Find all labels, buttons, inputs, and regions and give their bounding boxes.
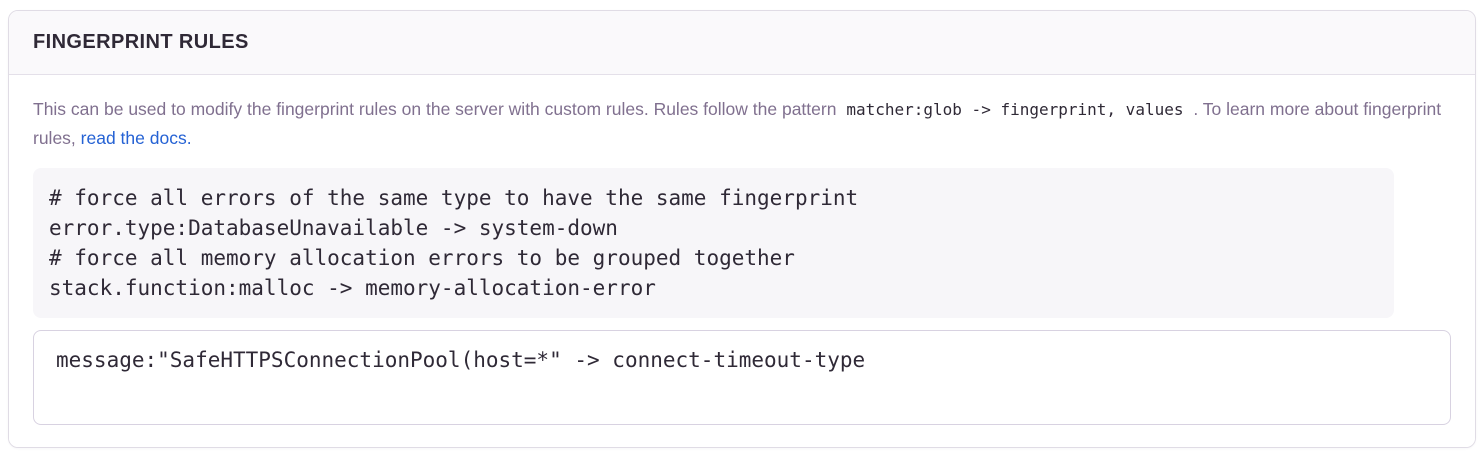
pattern-inline-code: matcher:glob -> fingerprint, values xyxy=(846,100,1184,119)
panel-header: FINGERPRINT RULES xyxy=(9,11,1475,75)
panel-description: This can be used to modify the fingerpri… xyxy=(33,95,1451,152)
read-the-docs-link[interactable]: read the docs. xyxy=(80,128,192,148)
panel-title: FINGERPRINT RULES xyxy=(33,31,249,53)
fingerprint-rules-textarea[interactable]: message:"SafeHTTPSConnectionPool(host=*"… xyxy=(33,330,1451,425)
panel-body: This can be used to modify the fingerpri… xyxy=(9,75,1475,447)
example-rules-block: # force all errors of the same type to h… xyxy=(33,168,1394,318)
fingerprint-rules-panel: FINGERPRINT RULES This can be used to mo… xyxy=(8,10,1476,448)
description-text-middle: . To learn more about fingerprint rules, xyxy=(33,99,1442,148)
description-text-before: This can be used to modify the fingerpri… xyxy=(33,99,837,119)
